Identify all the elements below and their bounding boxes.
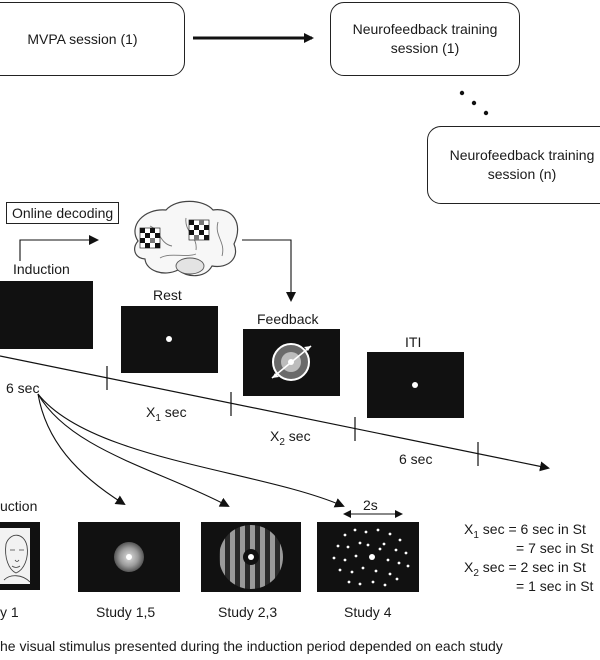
ellipsis-dot — [483, 110, 489, 116]
legend-x1-var: X — [464, 521, 474, 537]
legend-x1-text: sec = 6 sec in St — [478, 521, 586, 537]
feedback-label: Feedback — [257, 311, 319, 327]
stimulus-arrow-study23 — [37, 393, 230, 507]
stimulus-arrow-study15 — [37, 393, 126, 506]
legend-line-1: X1 sec = 6 sec in St — [464, 521, 586, 541]
ellipsis-dot — [459, 90, 465, 96]
training-session-1-box: Neurofeedback training session (1) — [330, 2, 520, 76]
face-stimulus-image — [0, 528, 30, 584]
training-session-n-line2: session (n) — [487, 166, 557, 182]
duration-feedback-var: X — [270, 428, 280, 444]
training-session-n-box: Neurofeedback training session (n) — [427, 126, 600, 204]
study15-label: Study 1,5 — [96, 604, 156, 620]
feedback-disc — [271, 343, 312, 381]
timeline-axis — [0, 355, 550, 472]
rest-label: Rest — [153, 287, 182, 303]
figure-caption: he visual stimulus presented during the … — [0, 638, 503, 654]
duration-feedback-unit: sec — [284, 428, 311, 444]
voxel-grid-left — [139, 227, 161, 249]
fixation-dot — [166, 336, 172, 342]
two-seconds-label: 2s — [363, 497, 378, 513]
duration-iti: 6 sec — [399, 451, 433, 467]
fixation-dot — [412, 382, 418, 388]
induction-partial-label: uction — [0, 498, 38, 514]
face-stimulus-sketch — [3, 534, 31, 583]
study1-label: y 1 — [0, 604, 19, 620]
rest-screen — [121, 306, 218, 373]
online-decoding-label: Online decoding — [6, 202, 120, 224]
duration-rest: X1 sec — [146, 404, 187, 424]
iti-label: ITI — [405, 334, 422, 350]
duration-feedback-sub: 2 — [279, 436, 285, 448]
face-stimulus-screen — [0, 522, 40, 590]
induction-screen — [0, 281, 93, 349]
stimulus-arrow-study4 — [37, 393, 345, 508]
decoding-in-arrow — [19, 235, 99, 261]
grating-stimulus — [219, 525, 283, 589]
duration-rest-sub: 1 — [155, 412, 161, 424]
dot-cloud-stimulus — [332, 528, 410, 587]
legend-x2-sub: 2 — [473, 567, 479, 579]
training-session-1-line1: Neurofeedback training — [352, 21, 498, 38]
blob-stimulus — [114, 542, 144, 572]
legend-line-4: = 1 sec in St — [516, 578, 594, 594]
duration-rest-var: X — [146, 404, 156, 420]
induction-label: Induction — [13, 261, 70, 277]
study4-label: Study 4 — [344, 604, 392, 620]
legend-line-2: = 7 sec in St — [516, 540, 594, 556]
study23-label: Study 2,3 — [218, 604, 278, 620]
duration-feedback: X2 sec — [270, 428, 311, 448]
duration-induction: 6 sec — [6, 380, 40, 396]
mvpa-session-box: MVPA session (1) — [0, 2, 185, 76]
two-seconds-arrow — [343, 510, 403, 518]
legend-x1-sub: 1 — [473, 529, 479, 541]
legend-x2-var: X — [464, 559, 474, 575]
voxel-grid-right — [188, 219, 210, 241]
legend-line-3: X2 sec = 2 sec in St — [464, 559, 586, 579]
decoding-out-arrow — [242, 239, 296, 302]
legend-x2-text: sec = 2 sec in St — [478, 559, 586, 575]
training-session-n-line1: Neurofeedback training — [449, 147, 595, 164]
mvpa-session-label: MVPA session (1) — [27, 30, 138, 47]
ellipsis-dot — [471, 100, 477, 106]
brain-icon — [134, 200, 239, 277]
training-session-1-line2: session (1) — [390, 40, 460, 56]
duration-rest-unit: sec — [160, 404, 187, 420]
iti-screen — [367, 352, 464, 418]
